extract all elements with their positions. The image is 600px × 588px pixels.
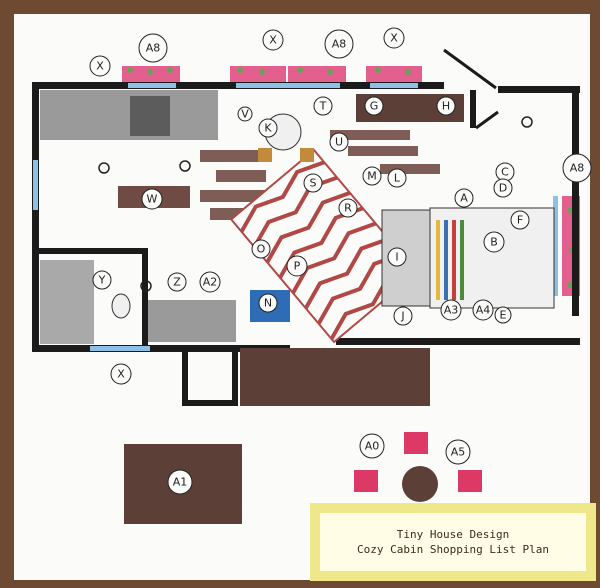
bath-counter xyxy=(148,300,236,342)
toilet xyxy=(111,293,131,319)
label-a1: A1 xyxy=(173,476,188,489)
label-a8-2: A8 xyxy=(332,38,347,51)
caption-card: Tiny House Design Cozy Cabin Shopping Li… xyxy=(310,503,596,581)
label-i: I xyxy=(395,251,398,264)
planter-2 xyxy=(230,66,286,82)
label-a2: A2 xyxy=(203,276,218,289)
label-a8-3: A8 xyxy=(570,162,585,175)
label-a3: A3 xyxy=(444,304,459,317)
shower xyxy=(40,260,94,344)
caption-line-1: Tiny House Design xyxy=(396,528,510,541)
label-s: S xyxy=(310,177,317,190)
label-x-1: X xyxy=(96,60,104,73)
label-t: T xyxy=(319,100,327,113)
label-l: L xyxy=(394,172,401,185)
label-d: D xyxy=(499,182,507,195)
label-a4: A4 xyxy=(476,304,491,317)
dining-chair-1 xyxy=(258,148,272,162)
planter-3 xyxy=(288,66,346,82)
label-x-3: X xyxy=(390,32,398,45)
entry-door xyxy=(443,48,499,130)
label-h: H xyxy=(442,100,450,113)
label-y-1: Y xyxy=(98,274,106,287)
chevron-rug xyxy=(229,148,419,344)
label-a: A xyxy=(460,192,468,205)
label-k: K xyxy=(264,122,272,135)
label-m: M xyxy=(367,170,377,183)
deck xyxy=(240,348,430,406)
label-o: O xyxy=(257,243,266,256)
ceiling-lights xyxy=(98,116,533,292)
label-v: V xyxy=(241,108,249,121)
dining-chair-2 xyxy=(300,148,314,162)
outdoor-chair-2 xyxy=(354,470,378,492)
fire-pit xyxy=(402,466,438,502)
windows xyxy=(33,83,558,351)
label-a0: A0 xyxy=(365,440,380,453)
label-j: J xyxy=(400,310,404,323)
label-w: W xyxy=(147,193,158,206)
label-a5: A5 xyxy=(451,446,466,459)
labels: A8 A8 A8 X X X X W G H T K V U S M L R A… xyxy=(89,27,592,495)
outdoor-chair-1 xyxy=(404,432,428,454)
label-g: G xyxy=(370,100,379,113)
bed xyxy=(429,207,555,309)
planter-4 xyxy=(366,66,422,82)
label-f-bed: F xyxy=(517,214,523,227)
caption-inner: Tiny House Design Cozy Cabin Shopping Li… xyxy=(320,513,586,571)
label-r: R xyxy=(344,202,352,215)
label-p: P xyxy=(294,260,301,273)
label-x-2: X xyxy=(269,34,277,47)
kitchen-counter xyxy=(40,90,218,140)
label-e: E xyxy=(500,309,507,322)
label-a8-1: A8 xyxy=(146,42,161,55)
caption-line-2: Cozy Cabin Shopping List Plan xyxy=(356,543,550,556)
kitchen-sink xyxy=(130,96,170,136)
label-b: B xyxy=(490,236,498,249)
label-z: Z xyxy=(173,276,181,289)
label-x-4: X xyxy=(117,368,125,381)
label-u: U xyxy=(335,136,343,149)
outdoor-chair-3 xyxy=(458,470,482,492)
label-n: N xyxy=(264,297,272,310)
label-c: C xyxy=(501,166,509,179)
